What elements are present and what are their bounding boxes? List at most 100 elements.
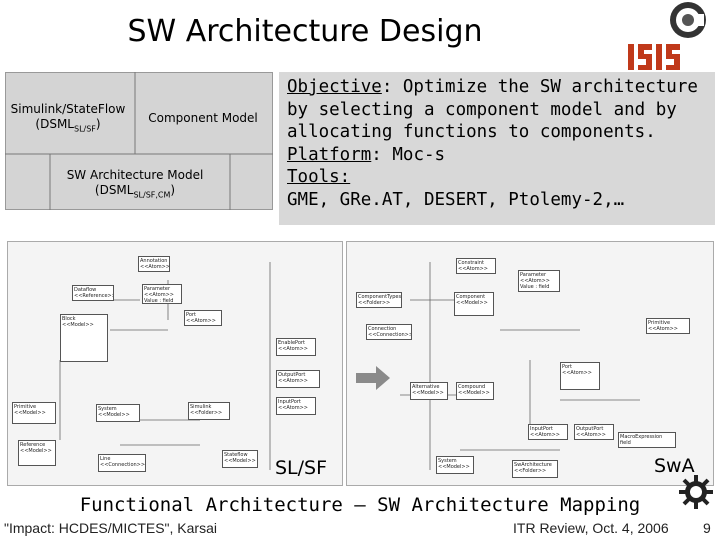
- uml-class-line: <<Model>>: [438, 464, 470, 470]
- uml-class-title: Block: [62, 316, 76, 322]
- uml-class-title: OutputPort: [278, 372, 306, 378]
- uml-class-line: <<Atom>>: [144, 292, 174, 298]
- swa-uml-class-box: Connection<<Connection>>: [366, 324, 412, 340]
- uml-class-line: <<Model>>: [412, 390, 444, 396]
- uml-class-title: Line: [100, 456, 111, 462]
- objective-panel: Objective: Optimize the SW architecture …: [279, 72, 715, 225]
- slsf-uml-class-box: System<<Model>>: [96, 404, 140, 422]
- slsf-uml-class-box: Stateflow<<Model>>: [222, 450, 258, 468]
- slsf-uml-class-box: EnablePort<<Atom>>: [276, 338, 316, 356]
- uml-class-title: Annotation: [140, 258, 168, 264]
- slsf-uml-class-box: Line<<Connection>>: [98, 454, 146, 472]
- platform-label: Platform: [287, 144, 372, 165]
- objective-label: Objective: [287, 77, 382, 97]
- swa-uml-class-box: OutputPort<<Atom>>: [574, 424, 614, 440]
- uml-class-line: <<Connection>>: [368, 332, 412, 338]
- uml-class-title: Constraint: [458, 260, 484, 266]
- swa-uml-class-box: Parameter<<Atom>>Value : field: [518, 270, 560, 292]
- uml-class-title: Compound: [458, 384, 486, 390]
- uml-class-title: Primitive: [648, 320, 671, 326]
- uml-class-line: <<Atom>>: [648, 326, 678, 332]
- uml-class-line: <<Model>>: [62, 322, 94, 328]
- logo-c-icon: [670, 2, 706, 38]
- swa-uml-class-box: Compound<<Model>>: [456, 382, 494, 400]
- uml-class-line: <<Folder>>: [358, 300, 391, 306]
- uml-class-line: <<Atom>>: [530, 432, 560, 438]
- mapping-arrow-icon: [356, 366, 390, 390]
- uml-class-line: Value : field: [520, 284, 550, 290]
- slsf-uml-class-box: Primitive<<Model>>: [12, 402, 56, 424]
- uml-class-line: <<Atom>>: [458, 266, 488, 272]
- uml-class-title: OutputPort: [576, 426, 604, 432]
- uml-class-line: <<Folder>>: [514, 468, 547, 474]
- swa-diagram-label: SwA: [654, 455, 695, 477]
- uml-class-line: <<Model>>: [456, 300, 488, 306]
- uml-class-line: <<Model>>: [98, 412, 130, 418]
- uml-class-line: <<Reference>>: [74, 293, 114, 299]
- uml-class-title: Connection: [368, 326, 397, 332]
- swa-uml-class-box: Alternative<<Model>>: [410, 382, 448, 400]
- uml-class-title: Simulink: [190, 404, 212, 410]
- slsf-uml-class-box: OutputPort<<Atom>>: [276, 370, 320, 388]
- swa-uml-class-box: ComponentTypes<<Folder>>: [356, 292, 402, 308]
- swa-uml-class-box: InputPort<<Atom>>: [528, 424, 568, 440]
- uml-class-line: <<Atom>>: [562, 370, 592, 376]
- uml-class-title: Alternative: [412, 384, 440, 390]
- slsf-uml-class-box: InputPort<<Atom>>: [276, 397, 316, 415]
- uml-class-title: Primitive: [14, 404, 37, 410]
- uml-class-title: System: [438, 458, 457, 464]
- page-number: 9: [703, 520, 711, 536]
- slsf-uml-class-box: Annotation<<Atom>>: [138, 256, 170, 272]
- uml-class-title: Component: [456, 294, 486, 300]
- tools-text: GME, GRe.AT, DESERT, Ptolemy-2,…: [287, 189, 625, 210]
- uml-class-title: ComponentTypes: [358, 294, 402, 300]
- slsf-uml-class-box: Simulink<<Folder>>: [188, 402, 230, 420]
- uml-class-title: EnablePort: [278, 340, 305, 346]
- swa-uml-class-box: System<<Model>>: [436, 456, 474, 474]
- gear-icon: [679, 475, 713, 509]
- uml-class-line: field: [620, 440, 631, 446]
- footer-presenter: "Impact: HCDES/MICTES", Karsai: [4, 520, 217, 536]
- simulink-stateflow-label: Simulink/StateFlow (DSMLSL/SF): [10, 102, 126, 134]
- uml-class-line: <<Atom>>: [186, 318, 216, 324]
- swa-uml-class-box: Component<<Model>>: [454, 292, 494, 316]
- uml-class-title: InputPort: [530, 426, 553, 432]
- uml-class-line: <<Atom>>: [278, 405, 308, 411]
- uml-class-line: <<Atom>>: [278, 378, 308, 384]
- uml-class-line: <<Connection>>: [100, 462, 146, 468]
- objective-text: : Optimize the SW architecture by select…: [287, 77, 698, 142]
- slsf-uml-class-box: Dataflow<<Reference>>: [72, 285, 114, 301]
- uml-class-line: <<Atom>>: [140, 264, 170, 270]
- sw-architecture-model-label: SW Architecture Model (DSMLSL/SF,CM): [66, 168, 204, 200]
- uml-class-title: MacroExpression: [620, 434, 663, 440]
- uml-class-line: <<Model>>: [20, 448, 52, 454]
- uml-class-title: InputPort: [278, 399, 301, 405]
- isis-logo: [624, 40, 684, 76]
- uml-class-title: Stateflow: [224, 452, 248, 458]
- uml-class-line: <<Folder>>: [190, 410, 223, 416]
- slide-title: SW Architecture Design: [127, 14, 483, 49]
- component-model-label: Component Model: [148, 111, 258, 125]
- uml-class-line: <<Model>>: [14, 410, 46, 416]
- uml-class-line: <<Atom>>: [520, 278, 550, 284]
- uml-class-title: Parameter: [520, 272, 547, 278]
- uml-class-title: SwArchitecture: [514, 462, 552, 468]
- architecture-connector-lines: [5, 72, 273, 210]
- swa-uml-class-box: Primitive<<Atom>>: [646, 318, 690, 334]
- uml-class-title: Port: [562, 364, 572, 370]
- uml-class-title: Dataflow: [74, 287, 97, 293]
- slsf-uml-class-box: Reference<<Model>>: [18, 440, 56, 466]
- uml-class-title: Port: [186, 312, 196, 318]
- uml-class-title: System: [98, 406, 117, 412]
- uml-class-title: Reference: [20, 442, 46, 448]
- tools-label: Tools:: [287, 167, 351, 187]
- swa-uml-class-box: SwArchitecture<<Folder>>: [512, 460, 558, 478]
- swa-uml-class-box: Port<<Atom>>: [560, 362, 600, 390]
- swa-uml-class-box: Constraint<<Atom>>: [456, 258, 496, 274]
- uml-class-line: <<Model>>: [458, 390, 490, 396]
- uml-class-line: <<Model>>: [224, 458, 256, 464]
- uml-class-title: Parameter: [144, 286, 171, 292]
- uml-class-line: Value : field: [144, 298, 174, 304]
- slsf-uml-class-box: Port<<Atom>>: [184, 310, 222, 326]
